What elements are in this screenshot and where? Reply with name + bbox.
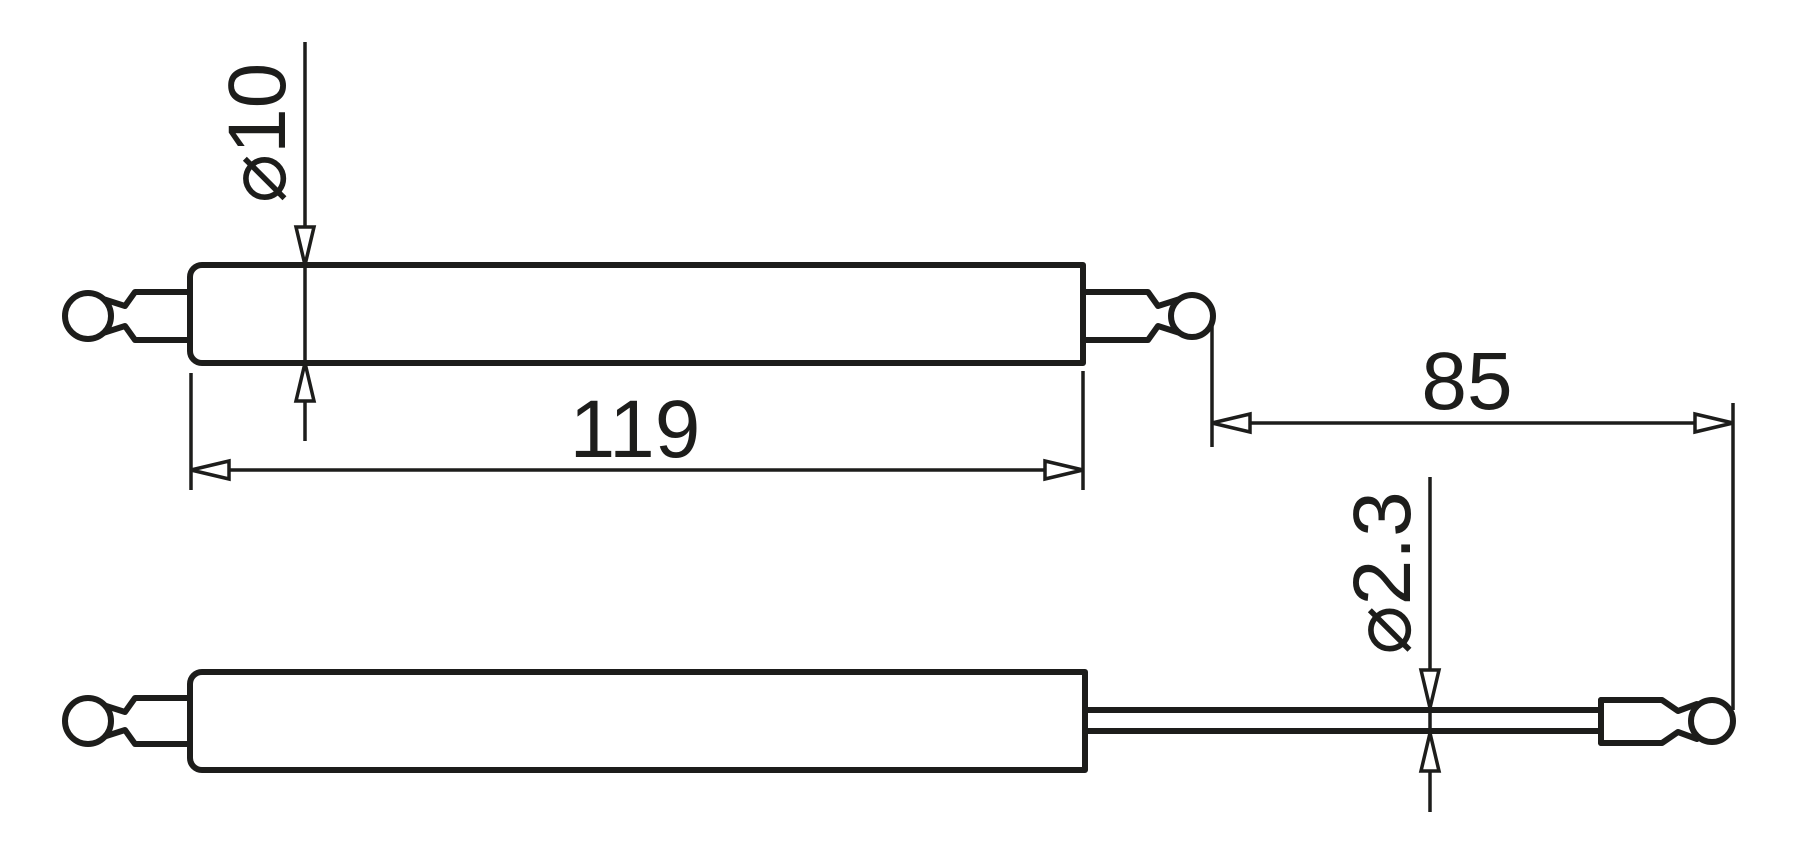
dim-body-length-arrow-left — [190, 458, 231, 482]
dim-extension-length: 85 — [1210, 320, 1735, 710]
compressed-right-neck-top — [1080, 289, 1186, 309]
dim-body-diameter-arrow-up — [293, 362, 317, 403]
dim-body-length: 119 — [189, 371, 1085, 490]
extended-left-neck-bottom — [97, 727, 193, 747]
dim-rod-diameter: ⌀2.3 — [1337, 477, 1442, 812]
dim-body-diameter-arrow-down — [293, 225, 317, 266]
dim-rod-diameter-label: ⌀2.3 — [1337, 491, 1428, 654]
dim-extension-arrow-right — [1693, 411, 1734, 435]
extended-right-ball-end — [1688, 697, 1736, 745]
compressed-cylinder-body — [187, 262, 1086, 366]
compressed-view — [62, 262, 1216, 366]
compressed-left-neck-bottom — [97, 323, 193, 343]
extended-right-fitting-bottom — [1598, 729, 1700, 746]
dim-rod-diameter-arrow-up — [1418, 732, 1442, 773]
compressed-left-ball-end — [62, 290, 114, 342]
dim-body-length-arrow-right — [1043, 458, 1084, 482]
dim-body-length-label: 119 — [570, 384, 701, 475]
extended-left-neck-top — [97, 695, 193, 715]
compressed-right-ball-end — [1168, 292, 1216, 340]
dim-body-diameter-label: ⌀10 — [212, 63, 303, 204]
compressed-right-neck-bottom — [1080, 323, 1186, 343]
dim-body-diameter: ⌀10 — [212, 42, 317, 441]
extended-view — [62, 669, 1736, 773]
dim-rod-diameter-arrow-down — [1418, 668, 1442, 709]
dim-extension-label: 85 — [1421, 336, 1512, 427]
dim-extension-arrow-left — [1211, 411, 1252, 435]
extended-left-ball-end — [62, 695, 114, 747]
compressed-left-neck-top — [97, 289, 193, 309]
extended-cylinder-body — [187, 669, 1088, 773]
extended-right-fitting-top — [1598, 697, 1700, 714]
